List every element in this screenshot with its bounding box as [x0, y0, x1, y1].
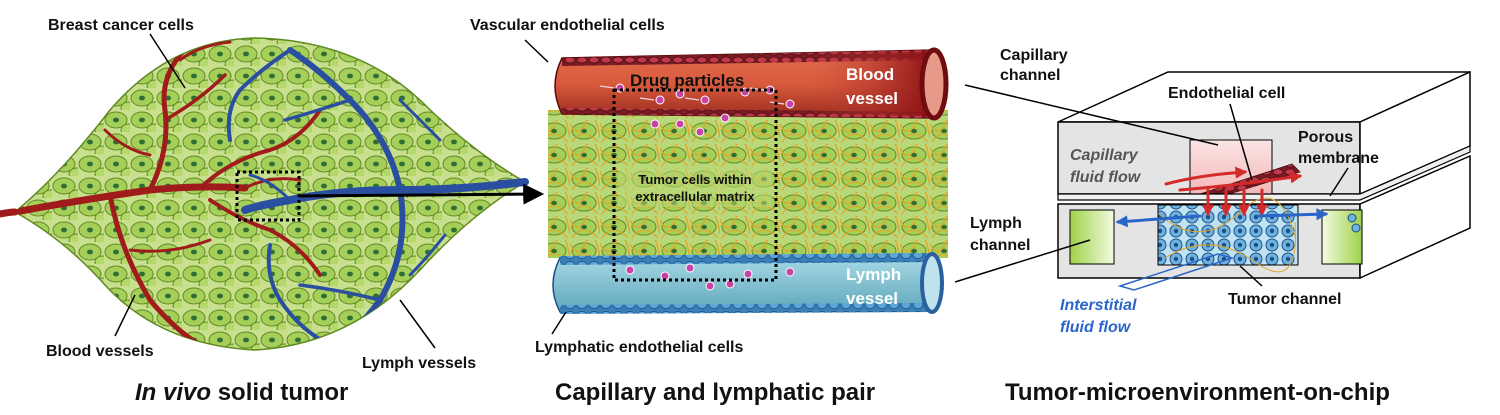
leader-blood-vessels	[114, 294, 136, 337]
label-endothelial-cell: Endothelial cell	[1168, 85, 1285, 102]
label-breast-cancer-cells: Breast cancer cells	[48, 17, 194, 34]
capillary-flow-arrow-2	[1178, 171, 1303, 192]
label-lymph-channel-line2: channel	[970, 237, 1030, 254]
lymph-vessel-wall-bottom	[560, 303, 932, 314]
label-lymph-vessels: Lymph vessels	[362, 355, 476, 372]
caption-chip: Tumor-microenvironment-on-chip	[1005, 379, 1390, 406]
lymph-channel-right-cells	[1347, 213, 1361, 233]
lymph-vessel-outlet	[496, 178, 529, 188]
label-blood-vessel-line1: Blood	[846, 65, 894, 84]
label-porous-membrane-line2: membrane	[1298, 150, 1379, 167]
leader-lymphatic-endothelial	[551, 311, 567, 335]
leader-lymph-vessels	[399, 299, 436, 349]
label-lymph-vessel-line2: vessel	[846, 289, 898, 308]
label-lymph-vessel-line1: Lymph	[846, 265, 901, 284]
porous-membrane	[1057, 145, 1471, 201]
drug-particles-lymph	[625, 263, 795, 291]
label-capillary-channel-line1: Capillary	[1000, 47, 1068, 64]
zoom-box-pair	[612, 88, 778, 282]
interstitial-arrow-left	[1115, 214, 1202, 228]
caption-pair: Capillary and lymphatic pair	[555, 379, 875, 406]
lymph-channel-left	[1069, 209, 1115, 265]
caption-in-vivo: In vivo solid tumor	[135, 379, 348, 406]
label-capillary-channel-line2: channel	[1000, 67, 1060, 84]
leader-breast-cancer-cells	[149, 33, 186, 89]
label-porous-membrane-line1: Porous	[1298, 129, 1353, 146]
label-interstitial-flow-line1: Interstitial	[1060, 297, 1137, 314]
leader-porous-membrane	[1329, 167, 1349, 197]
label-blood-vessel-line2: vessel	[846, 89, 898, 108]
label-capillary-flow-line1: Capillary	[1070, 147, 1139, 164]
pair-panel: Drug particles Blood vessel Lymph vessel…	[470, 17, 949, 406]
label-drug-particles: Drug particles	[630, 71, 744, 90]
label-lymph-channel-line1: Lymph	[970, 215, 1022, 232]
label-blood-vessels: Blood vessels	[46, 343, 154, 360]
label-tumor-cells-line1: Tumor cells within	[638, 172, 751, 187]
tumor-label-backdrop	[618, 167, 772, 207]
leader-lymph-channel	[954, 239, 1091, 283]
zoom-arrow	[298, 183, 545, 205]
blood-vessel-opening	[919, 47, 949, 121]
label-tumor-channel: Tumor channel	[1228, 291, 1342, 308]
in-vivo-panel: Breast cancer cells Blood vessels Lymph …	[0, 17, 545, 406]
capillary-flow-arrow-1	[1164, 166, 1248, 186]
leader-tumor-channel	[1239, 265, 1263, 287]
lymph-vessel-opening	[920, 252, 944, 314]
label-tumor-cells-line2: extracellular matrix	[635, 189, 755, 204]
leader-vascular-endothelial	[524, 39, 549, 63]
blood-vessel-dark-end	[810, 52, 935, 116]
interstitial-arrow-right	[1256, 208, 1329, 221]
leader-endothelial-cell	[1229, 103, 1253, 181]
label-interstitial-flow-line2: fluid flow	[1060, 319, 1132, 336]
interstitial-flow-ribbon	[1117, 253, 1235, 291]
caption-in-vivo-italic: In vivo	[135, 379, 211, 406]
leader-capillary-channel	[964, 84, 1219, 146]
blood-vessel-inlet	[0, 208, 19, 218]
label-capillary-flow-line2: fluid flow	[1070, 169, 1142, 186]
blood-vessel	[554, 47, 949, 137]
interstitial-flow-arrows	[1115, 208, 1329, 228]
capillary-flow-arrows	[1164, 166, 1303, 217]
label-lymphatic-endothelial: Lymphatic endothelial cells	[535, 339, 743, 356]
lymph-vessel-wall-top	[560, 253, 932, 265]
caption-in-vivo-rest: solid tumor	[211, 379, 348, 406]
chip-panel: Capillary channel Endothelial cell Porou…	[954, 47, 1471, 406]
blood-vessel-network	[15, 40, 322, 348]
label-vascular-endothelial: Vascular endothelial cells	[470, 17, 665, 34]
lymph-vessel	[552, 252, 944, 314]
